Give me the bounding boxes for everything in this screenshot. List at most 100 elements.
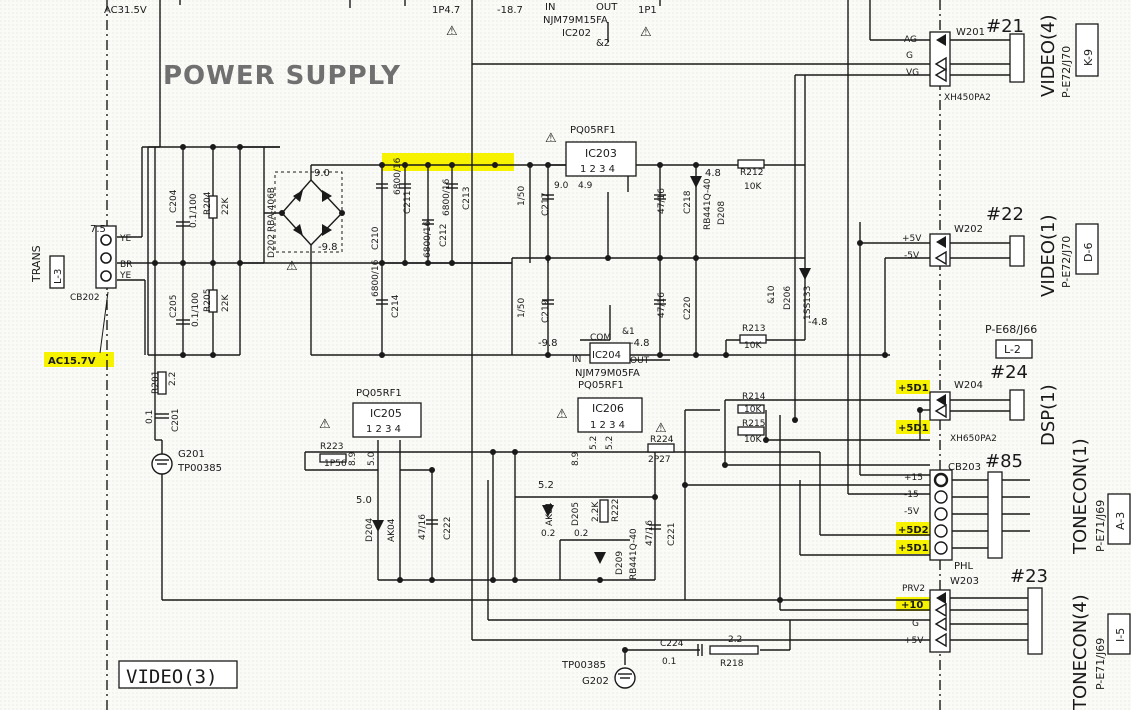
- cap-c210-value: 6800/16: [393, 157, 403, 195]
- cap-c217-symbol: [542, 194, 554, 200]
- ic206-v-out-a: 5.2: [589, 436, 599, 450]
- svg-text:⚠: ⚠: [640, 25, 652, 40]
- diode-d206-ref: D206: [783, 286, 793, 310]
- res-r214-ref: R214: [742, 392, 766, 402]
- ic202-ref: IC202: [562, 28, 591, 39]
- bridge-v-pos: 9.0: [314, 168, 330, 179]
- warning-icon: ⚠⚠⚠ ⚠⚠⚠ ⚠: [286, 24, 667, 436]
- cap-c224-symbol: [697, 644, 703, 656]
- cap-c205-value: 0.1/100: [191, 292, 201, 327]
- highlight-5d2: [896, 522, 930, 536]
- ic203-type: PQ05RF1: [570, 125, 616, 136]
- w204-part: P-E68/J66: [985, 323, 1037, 336]
- res-r222-value: 2.2K: [591, 501, 601, 522]
- res-r218-ref: R218: [720, 659, 744, 669]
- diode-d206-symbol: [799, 268, 811, 280]
- diode-d209-symbol: [594, 552, 606, 564]
- highlight-ac-label: [44, 352, 114, 367]
- w203-part: P-E71/J69: [1094, 638, 1107, 690]
- res-r223-ref: R223: [320, 442, 343, 452]
- ground-icon: [151, 453, 173, 475]
- bridge-type: RBA-406B: [267, 187, 277, 232]
- cb203-pin-plus15: +15: [904, 473, 923, 483]
- cap-c217-ref: C217: [541, 193, 551, 216]
- cap-c221-ref: C221: [667, 523, 677, 546]
- trans-ref: L-3: [53, 269, 64, 284]
- diode-d204-type: AK04: [387, 518, 397, 542]
- w202-part: P-E72/J70: [1060, 236, 1073, 288]
- cap-c210-ref: C210: [371, 226, 381, 250]
- w203-pin-prv2: PRV2: [902, 584, 925, 594]
- volt-5-0: 5.0: [356, 495, 372, 506]
- w204-type: XH650PA2: [950, 434, 997, 444]
- res-r213-value: 10K: [744, 341, 762, 351]
- w201-part: P-E72/J70: [1060, 46, 1073, 98]
- trans-pin-3: YE: [119, 271, 131, 281]
- ic202-note: &2: [596, 38, 610, 49]
- w203-ref: W203: [950, 576, 979, 587]
- cap-c219-symbol: [542, 299, 554, 305]
- cap-c211-ref: C211: [403, 191, 413, 214]
- ic206-v-in: 8.9: [571, 451, 581, 466]
- w201-type: XH450PA2: [944, 93, 991, 103]
- w204-pin-5d1-b: +5D1: [898, 423, 929, 434]
- w204-num: #24: [990, 362, 1028, 383]
- cb203-ref: CB203: [948, 462, 981, 473]
- cb203-type: PHL: [954, 561, 974, 572]
- res-r212-value: 10K: [744, 182, 762, 192]
- cap-c204-value: 0.1/100: [189, 193, 199, 228]
- w203-pin-plus5v: +5V: [904, 636, 924, 646]
- cb203-part: P-E71/J69: [1094, 500, 1107, 552]
- res-r224-value: 2P27: [648, 455, 671, 465]
- cap-c205-ref: C205: [169, 295, 179, 318]
- trans-pin-1: YE: [119, 234, 131, 244]
- w203-pin-g: G: [912, 619, 919, 629]
- cap-c221-value: 47/16: [645, 520, 655, 546]
- cap-c214-value: 6800/16: [371, 259, 381, 297]
- volt-0-2-a: 0.2: [541, 529, 555, 539]
- cap-c218-value: 47/16: [657, 188, 667, 214]
- cb203-pin-minus5v: -5V: [904, 507, 920, 517]
- ic204-in-label: IN: [572, 355, 581, 365]
- ic204-type: NJM79M05FA: [575, 368, 640, 379]
- ic203-ref: IC203: [585, 147, 617, 160]
- w201-pin-ag: AG: [904, 35, 917, 45]
- w203-num: #23: [1010, 566, 1048, 587]
- cap-c221-symbol: [649, 524, 661, 530]
- w204-dest: DSP(1): [1038, 384, 1059, 446]
- ic206-box: [577, 397, 643, 433]
- connector-w201: [929, 31, 1025, 87]
- ic202-in-label: IN: [545, 2, 555, 13]
- connector-cb203: [929, 469, 1030, 561]
- diode-d204-ref: D204: [365, 518, 375, 542]
- cap-c224-value: 0.1: [662, 657, 676, 667]
- w203-dest: TONECON(4): [1070, 594, 1091, 710]
- res-r218-symbol: [709, 645, 759, 655]
- cb203-pin-minus15: -15: [904, 490, 919, 500]
- ic205-box: [352, 402, 422, 438]
- cb203-pin-5d2: +5D2: [898, 525, 929, 536]
- ic204-com: COM: [590, 333, 611, 343]
- cap-c220-value: 47/16: [657, 292, 667, 318]
- res-r215-ref: R215: [742, 419, 765, 429]
- cap-c214-ref: C214: [391, 294, 401, 318]
- cap-c201-symbol: [155, 413, 169, 419]
- w204-pin-5d1-a: +5D1: [898, 383, 929, 394]
- ic202-out-label: OUT: [596, 2, 618, 13]
- diagram-title: POWER SUPPLY: [163, 61, 401, 91]
- diode-d208-symbol: [690, 176, 702, 188]
- cap-c212-ref: C212: [439, 224, 449, 247]
- bridge-ref: D202: [267, 234, 277, 258]
- diode-d208-ref: D208: [717, 201, 727, 225]
- cap-c222-value: 47/16: [418, 514, 428, 540]
- res-r224-symbol: [647, 443, 675, 453]
- svg-text:⚠: ⚠: [545, 131, 557, 146]
- bridge-rectifier-symbol: [274, 171, 345, 253]
- w202-pin-minus5v: -5V: [904, 251, 920, 261]
- w203-grid: I-5: [1114, 628, 1127, 642]
- ac-voltage-label: AC15.7V: [48, 356, 96, 367]
- w203-grid-box: [1107, 613, 1131, 655]
- svg-text:⚠: ⚠: [319, 417, 331, 432]
- cb203-pin-5d1: +5D1: [898, 543, 929, 554]
